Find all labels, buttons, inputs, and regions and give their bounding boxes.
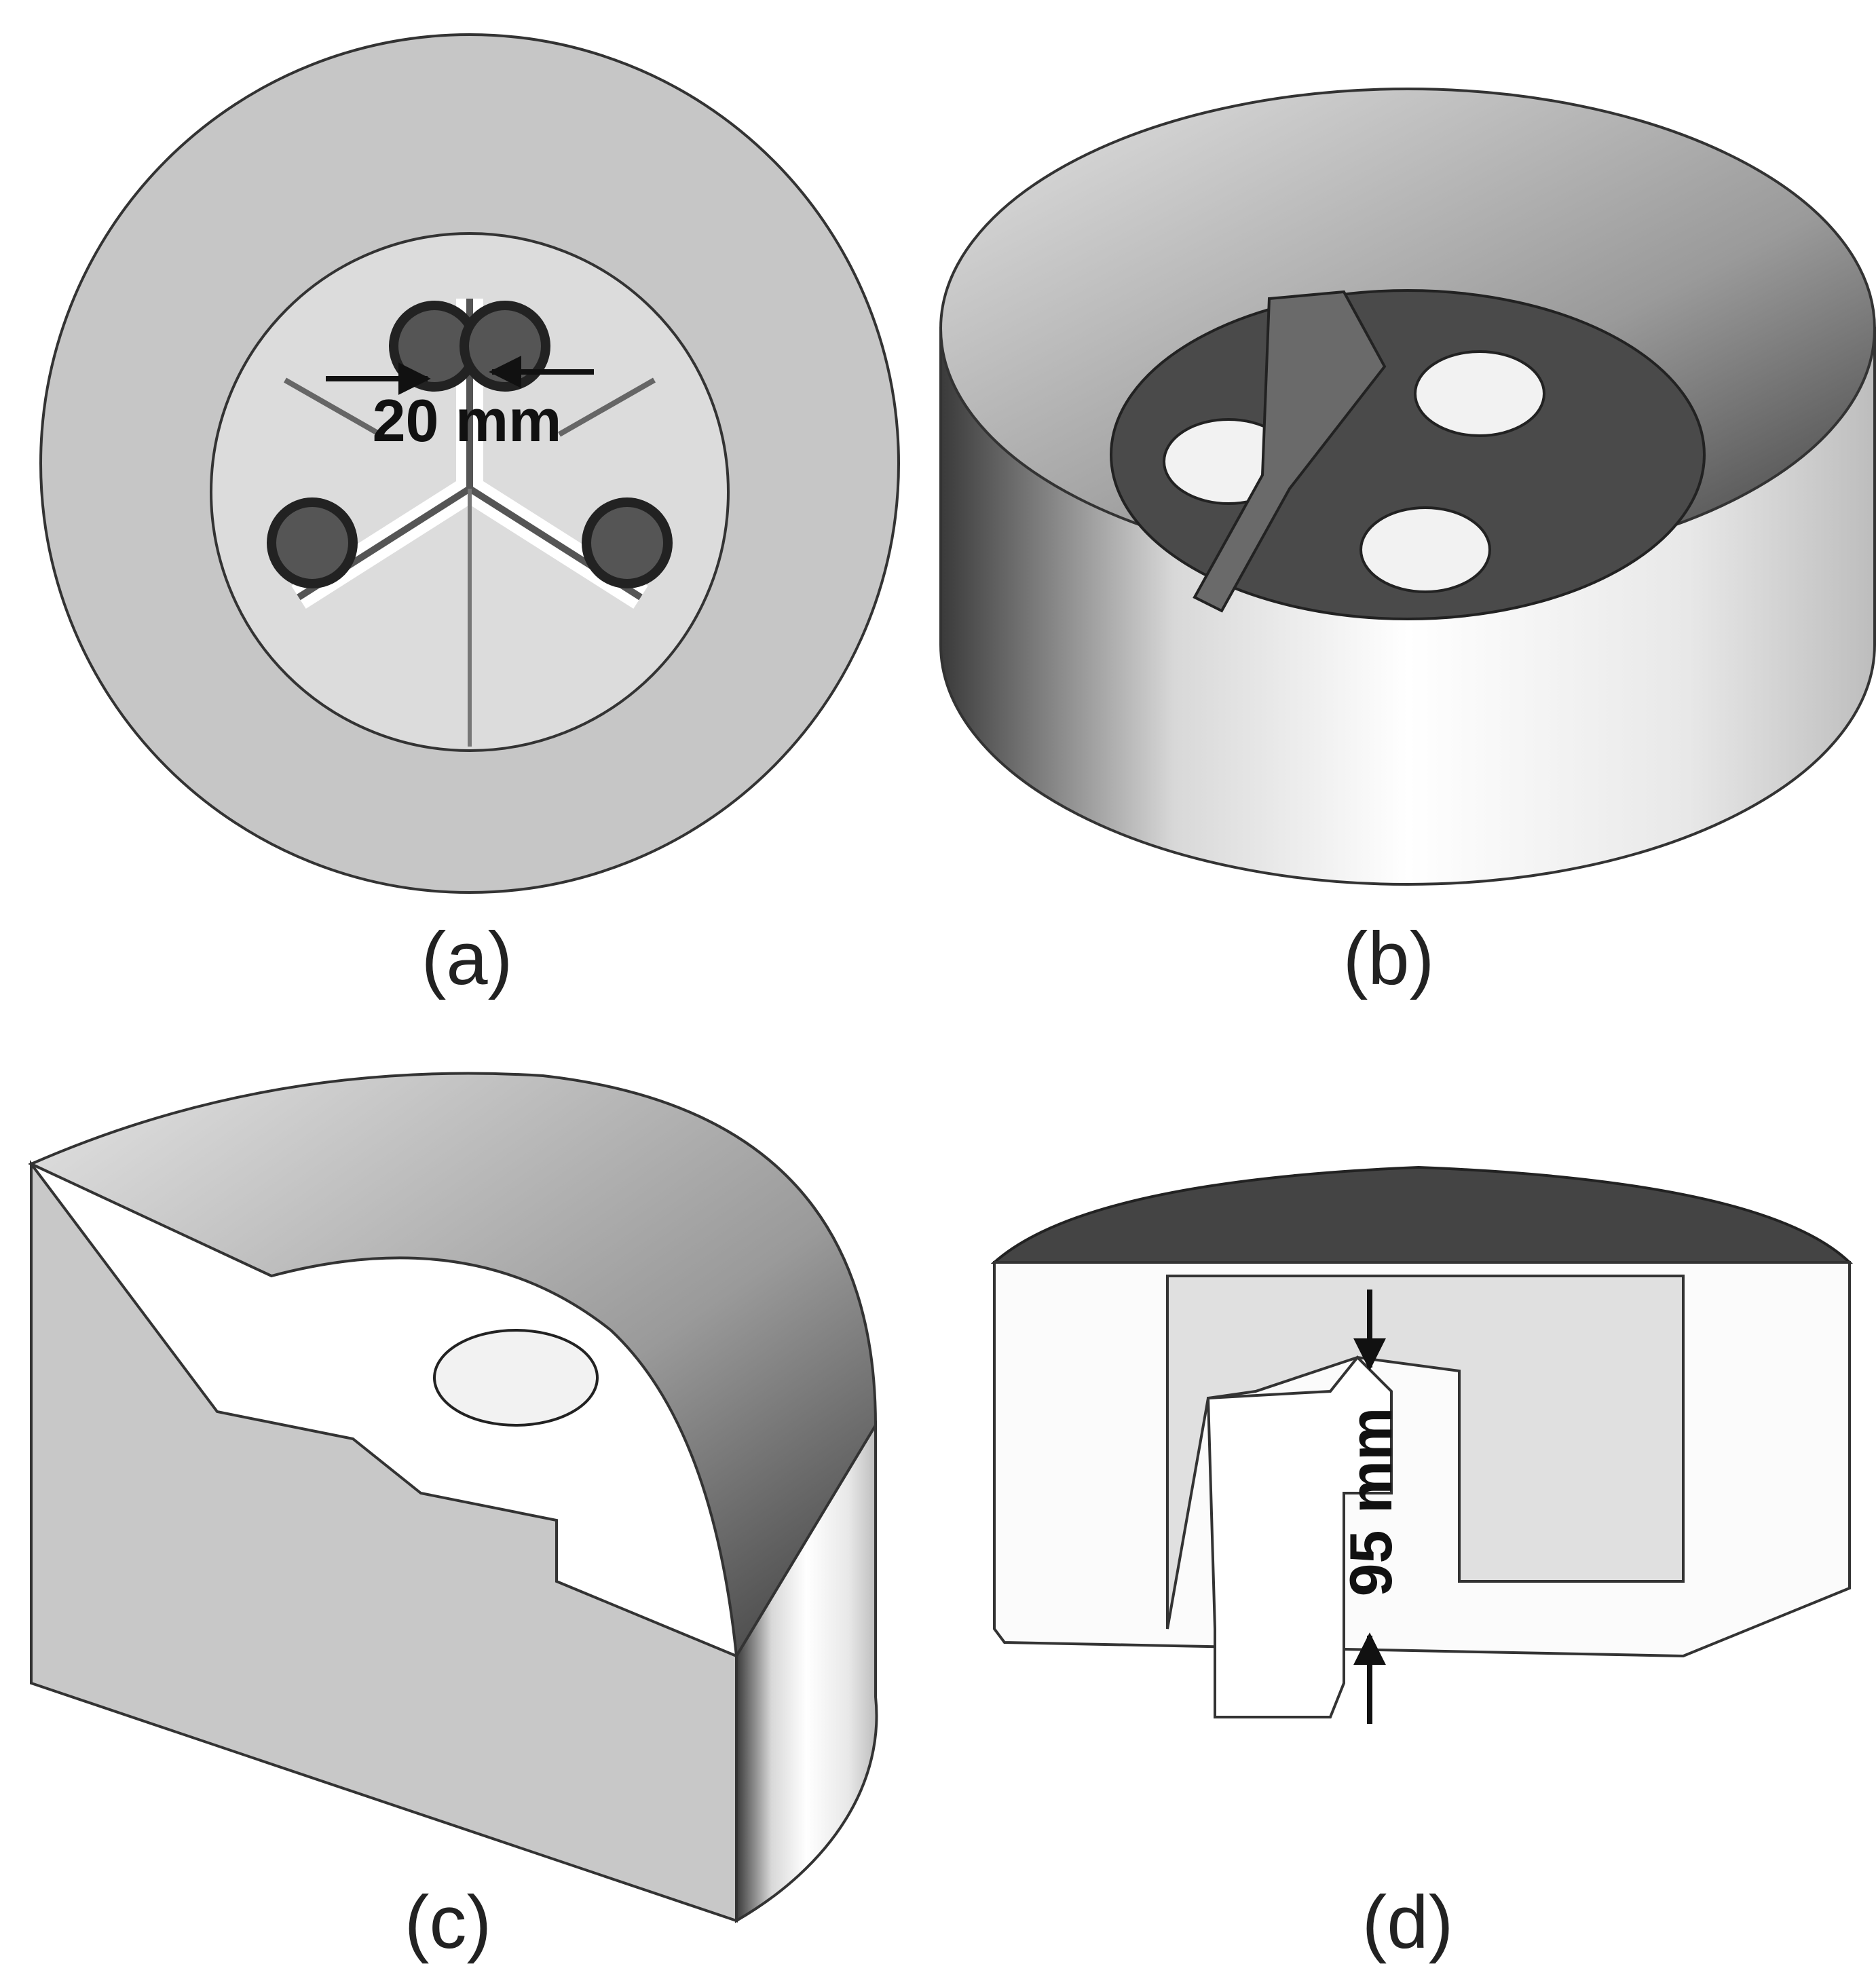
section-face xyxy=(30,1160,738,1923)
port-hole-2 xyxy=(1414,350,1545,437)
panel-c: (c) xyxy=(28,1072,878,1964)
port-hole xyxy=(433,1329,599,1427)
dimension-label-a: 20 mm xyxy=(373,387,562,454)
panel-b: (b) xyxy=(939,88,1876,1000)
cut-cylinder-top xyxy=(28,1072,878,1661)
panel-label-a: (a) xyxy=(421,917,512,1000)
mandrel xyxy=(1206,1355,1393,1718)
panel-a: 20 mm (a) xyxy=(39,33,900,1000)
dimension-label-d: 95 mm xyxy=(1337,1408,1404,1597)
die-top-ring xyxy=(990,1165,1853,1264)
cavity-interior xyxy=(1166,1275,1685,1630)
panel-label-d: (d) xyxy=(1362,1881,1453,1964)
panel-label-c: (c) xyxy=(405,1881,491,1964)
bridge xyxy=(1193,290,1387,613)
panel-label-b: (b) xyxy=(1343,917,1434,1000)
port-hole-3 xyxy=(1359,506,1491,593)
panel-d: 95 mm (d) xyxy=(990,1165,1853,1964)
cut-cylinder-side xyxy=(735,1420,878,1923)
cavity-features xyxy=(267,299,673,747)
